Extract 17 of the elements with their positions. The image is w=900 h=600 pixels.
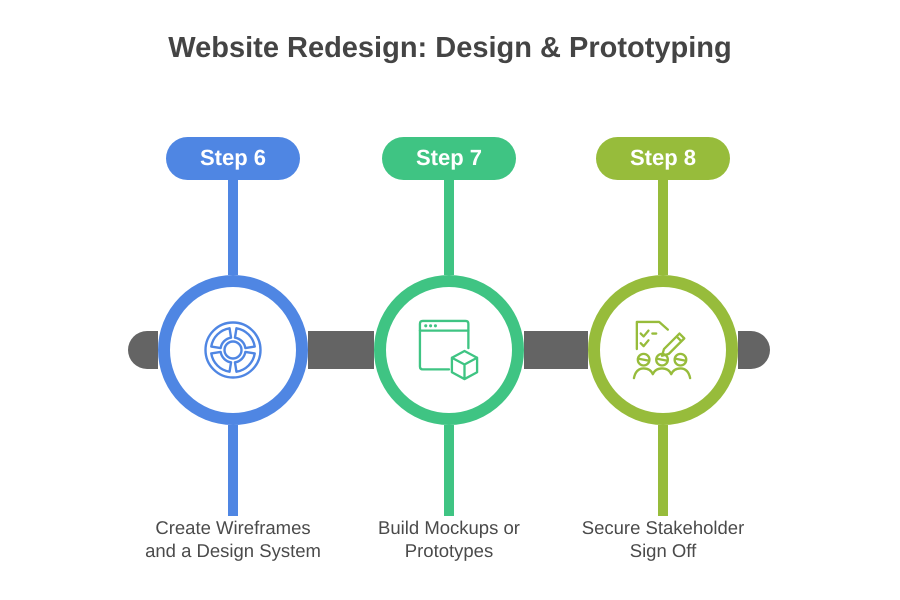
step-tag: Step 6 — [166, 136, 300, 180]
step-tag: Step 8 — [596, 136, 730, 180]
connector-line — [444, 180, 454, 275]
step-description: Create Wireframes and a Design System — [138, 516, 328, 562]
timeline-bar — [738, 331, 770, 369]
connector-line — [228, 180, 238, 275]
step-description: Secure Stakeholder Sign Off — [568, 516, 758, 562]
step-tag: Step 7 — [382, 136, 516, 180]
connector-line — [444, 425, 454, 516]
diagram-title: Website Redesign: Design & Prototyping — [168, 31, 732, 66]
timeline-bar — [308, 331, 374, 369]
connector-line — [658, 180, 668, 275]
timeline-bar — [128, 331, 158, 369]
step-description: Build Mockups or Prototypes — [354, 516, 544, 562]
timeline-bar — [524, 331, 588, 369]
connector-line — [228, 425, 238, 516]
connector-line — [658, 425, 668, 516]
